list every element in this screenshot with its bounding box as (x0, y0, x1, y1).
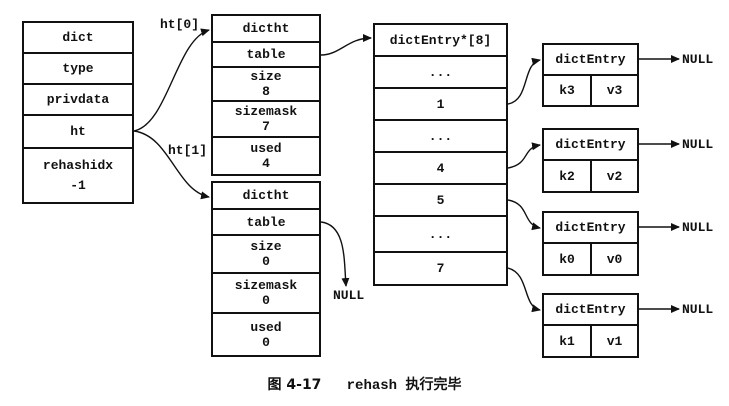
table-slot-label: ... (428, 226, 453, 242)
table-array-title: dictEntry*[8] (389, 32, 492, 48)
ht1-sizemask-value: 0 (262, 293, 270, 308)
table-slot: 4 (373, 151, 508, 185)
table-slot: 7 (373, 251, 508, 286)
table-slot-label: ... (428, 128, 453, 144)
entry-value-cell: v2 (590, 159, 639, 193)
entry-title-cell: dictEntry (542, 128, 639, 161)
entry-key: k0 (559, 251, 575, 267)
caption-text: rehash 执行完毕 (346, 378, 462, 394)
ht0-table: table (246, 47, 286, 62)
ht0-sizemask-cell: sizemask 7 (211, 100, 321, 138)
figure-caption: 图 4-17 rehash 执行完毕 (0, 374, 729, 394)
dict-privdata: privdata (46, 92, 110, 107)
table-slot-label: ... (428, 64, 453, 80)
entry-title-cell: dictEntry (542, 293, 639, 326)
ht0-title: dictht (242, 21, 290, 36)
ht0-used-label: used (250, 141, 282, 156)
caption-label: 图 4-17 (267, 377, 322, 393)
ht1-used-cell: used 0 (211, 312, 321, 357)
entry-title: dictEntry (555, 137, 626, 152)
table-slot-label: 4 (436, 160, 445, 176)
ht1-pointer-label: ht[1] (168, 143, 208, 158)
entry-value-cell: v0 (590, 242, 639, 276)
ht1-used-value: 0 (262, 334, 270, 350)
dict-ht: ht (70, 124, 86, 139)
entry-title: dictEntry (555, 220, 626, 235)
arrow-ht0-table-to-array (320, 34, 372, 56)
table-slot-label: 1 (436, 96, 445, 112)
ht0-size-label: size (250, 69, 282, 84)
entry-value-cell: v1 (590, 324, 639, 358)
entry-next-null: NULL (682, 302, 714, 317)
entry-next-null: NULL (682, 137, 714, 152)
dict-rehashidx-label: rehashidx (42, 157, 114, 173)
entry-key: k1 (559, 333, 575, 349)
dict-privdata-cell: privdata (22, 83, 134, 116)
arrow-slot7-to-k1 (507, 267, 541, 313)
table-slot-label: 7 (436, 261, 445, 276)
ht1-size-label: size (250, 239, 282, 254)
entry-title: dictEntry (555, 52, 626, 67)
dict-type: type (62, 61, 94, 76)
arrow-ht-to-ht1 (133, 130, 210, 200)
arrow-slot1-to-k3 (507, 57, 541, 105)
entry-value: v2 (606, 168, 623, 184)
ht1-table-cell: table (211, 208, 321, 236)
dict-title: dict (62, 30, 94, 45)
ht1-table: table (246, 214, 286, 230)
ht0-used-value: 4 (262, 156, 270, 171)
ht1-table-null: NULL (333, 288, 365, 303)
arrow-ht1-table-to-null (320, 221, 350, 287)
entry-value: v3 (606, 83, 623, 98)
entry-next-null: NULL (682, 52, 714, 67)
ht0-used-cell: used 4 (211, 136, 321, 176)
ht0-pointer-label: ht[0] (160, 17, 200, 32)
table-slot-label: 5 (436, 192, 445, 208)
ht1-title: dictht (242, 188, 290, 203)
entry-key-cell: k1 (542, 324, 592, 358)
entry-title: dictEntry (555, 302, 626, 317)
entry-title-cell: dictEntry (542, 43, 639, 76)
entry-value-cell: v3 (590, 74, 639, 107)
ht1-size-value: 0 (262, 254, 270, 269)
entry-key-cell: k3 (542, 74, 592, 107)
arrow-slot5-to-k0 (507, 199, 541, 231)
entry-key: k2 (559, 168, 575, 184)
ht1-sizemask-label: sizemask (234, 278, 298, 293)
arrow-ht-to-ht0 (133, 28, 210, 132)
ht1-used-label: used (250, 319, 282, 335)
dict-title-cell: dict (22, 21, 134, 54)
ht0-size-value: 8 (262, 84, 270, 99)
ht0-sizemask-label: sizemask (234, 104, 298, 119)
table-array-title-cell: dictEntry*[8] (373, 23, 508, 57)
entry-key: k3 (559, 83, 575, 98)
dict-rehashidx-value: -1 (70, 177, 86, 193)
arrow-slot4-to-k2 (507, 142, 541, 169)
entry-value: v1 (606, 333, 623, 349)
entry-key-cell: k2 (542, 159, 592, 193)
entry-value: v0 (606, 251, 623, 267)
dict-rehashidx-cell: rehashidx -1 (22, 147, 134, 204)
ht0-size-cell: size 8 (211, 66, 321, 102)
entry-next-null: NULL (682, 220, 714, 235)
ht0-sizemask-value: 7 (262, 119, 270, 134)
